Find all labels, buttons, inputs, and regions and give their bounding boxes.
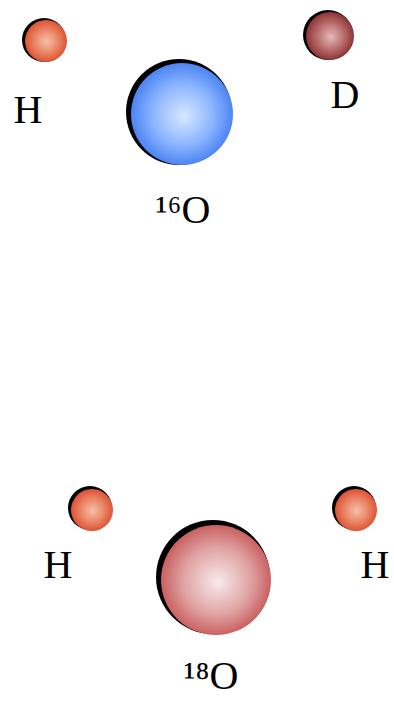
atom-label: D <box>331 75 360 115</box>
atom-label: H <box>14 90 43 130</box>
hydrogen-atom <box>22 18 67 62</box>
atom-label: ¹⁸O <box>184 656 239 696</box>
oxygen-16-atom <box>126 59 233 165</box>
atom-label: ¹⁶O <box>156 190 211 230</box>
hydrogen-atom <box>332 486 377 531</box>
atom-label: H <box>44 545 73 585</box>
deuterium-atom <box>303 10 354 60</box>
oxygen-18-atom <box>156 520 271 635</box>
atom-label: H <box>361 545 390 585</box>
hydrogen-atom <box>68 486 113 531</box>
